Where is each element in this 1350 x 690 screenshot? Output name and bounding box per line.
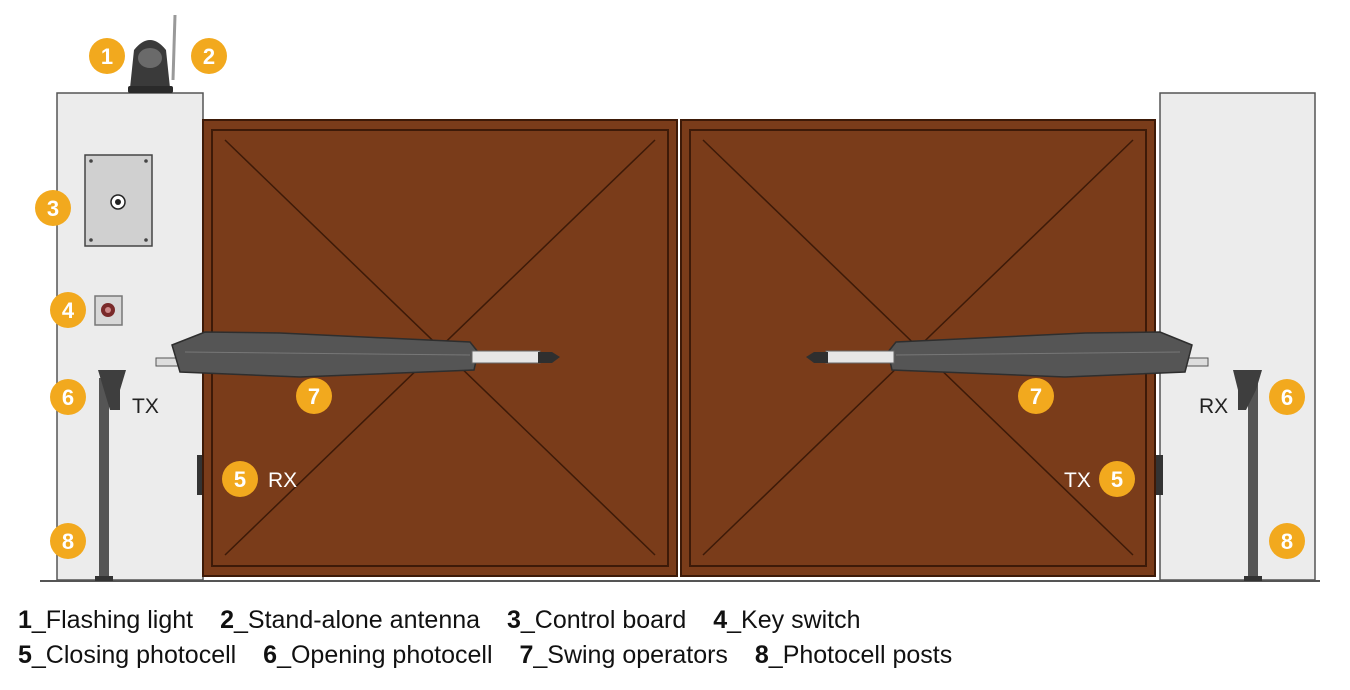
badge-8-right: 8 — [1269, 523, 1305, 559]
svg-text:5: 5 — [1111, 467, 1123, 492]
right-swing-operator — [806, 331, 1209, 378]
svg-text:8: 8 — [62, 529, 74, 554]
legend-item-4: 4_Key switch — [713, 606, 861, 634]
right-photocell-post — [1233, 370, 1262, 581]
right-pillar — [1159, 92, 1316, 581]
left-hinge — [197, 455, 204, 495]
badge-6-left: 6 — [50, 379, 86, 415]
badge-7-left: 7 — [296, 378, 332, 414]
badge-1: 1 — [89, 38, 125, 74]
svg-text:8: 8 — [1281, 529, 1293, 554]
control-board — [84, 154, 153, 247]
svg-text:6: 6 — [62, 385, 74, 410]
gate-diagram: 1 2 3 4 6 8 7 5 7 5 6 8 TX RX TX RX — [35, 14, 1320, 582]
svg-text:3: 3 — [47, 196, 59, 221]
badge-6-right: 6 — [1269, 379, 1305, 415]
legend-row-1: 1_Flashing light 2_Stand-alone antenna 3… — [18, 606, 1338, 641]
flashing-light-icon — [128, 14, 177, 93]
legend-item-1: 1_Flashing light — [18, 606, 194, 634]
right-hinge — [1156, 455, 1163, 495]
badge-5-right: 5 — [1099, 461, 1135, 497]
badge-4: 4 — [50, 292, 86, 328]
svg-text:7: 7 — [1030, 384, 1042, 409]
svg-text:6: 6 — [1281, 385, 1293, 410]
legend-item-5: 5_Closing photocell — [18, 641, 237, 669]
badge-2: 2 — [191, 38, 227, 74]
legend-item-2: 2_Stand-alone antenna — [220, 606, 481, 634]
legend-item-8: 8_Photocell posts — [754, 641, 953, 669]
legend-row-2: 5_Closing photocell 6_Opening photocell … — [18, 641, 1338, 676]
tx-label-right-gate: TX — [1064, 469, 1091, 492]
tx-label-left: TX — [132, 395, 159, 418]
badge-8-left: 8 — [50, 523, 86, 559]
badge-7-right: 7 — [1018, 378, 1054, 414]
legend-item-3: 3_Control board — [506, 606, 687, 634]
rx-label-right: RX — [1199, 395, 1228, 418]
badge-3: 3 — [35, 190, 71, 226]
key-switch-icon — [94, 295, 123, 326]
svg-text:2: 2 — [203, 44, 215, 69]
legend-item-6: 6_Opening photocell — [263, 641, 493, 669]
svg-text:5: 5 — [234, 467, 246, 492]
legend-item-7: 7_Swing operators — [519, 641, 728, 669]
left-photocell-post — [95, 370, 126, 581]
svg-text:1: 1 — [101, 44, 113, 69]
badge-5-left: 5 — [222, 461, 258, 497]
legend: 1_Flashing light 2_Stand-alone antenna 3… — [18, 606, 1338, 676]
svg-text:7: 7 — [308, 384, 320, 409]
rx-label-left-gate: RX — [268, 469, 297, 492]
svg-text:4: 4 — [62, 298, 75, 323]
left-swing-operator — [155, 331, 560, 378]
